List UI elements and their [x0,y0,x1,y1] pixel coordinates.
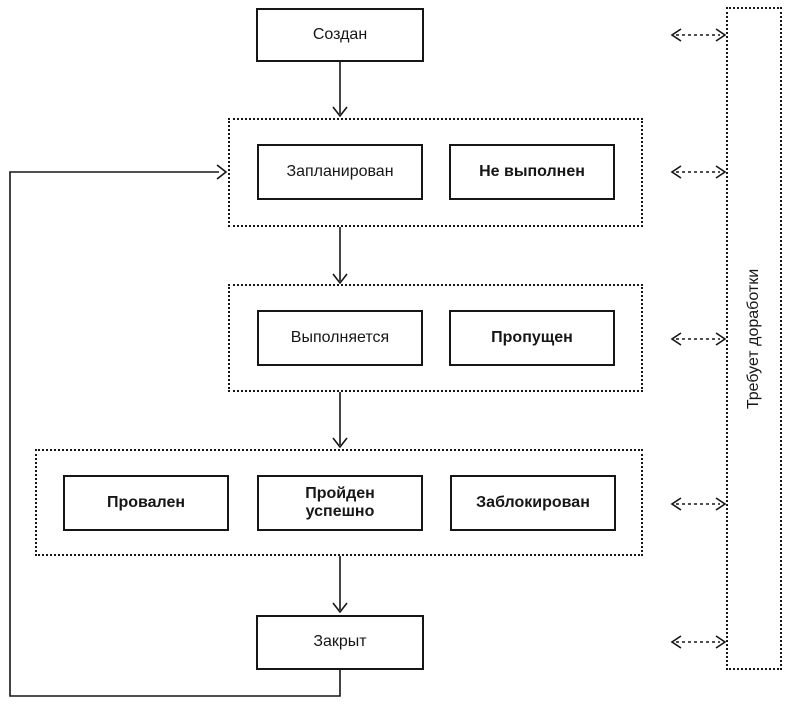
node-executing: Выполняется [257,310,423,366]
group-planned [228,118,643,227]
dashed-arrow-closed-rework [670,635,727,649]
node-blocked: Заблокирован [450,475,616,531]
node-not-executed-label: Не выполнен [479,162,585,180]
node-skipped: Пропущен [449,310,615,366]
dashed-arrow-executing-rework [670,332,727,346]
node-failed: Провален [63,475,229,531]
node-closed: Закрыт [256,615,424,670]
node-passed-label: Пройден успешно [305,484,375,520]
node-not-executed: Не выполнен [449,144,615,200]
node-passed: Пройден успешно [257,475,423,531]
arrow-planned-to-executing-group [332,227,348,285]
dashed-arrow-result-rework [670,497,727,511]
node-failed-label: Провален [106,493,186,511]
dashed-arrow-created-rework [670,28,727,42]
node-needs-rework-label: Требует доработки [745,268,762,409]
node-closed-label: Закрыт [313,633,367,651]
node-blocked-label: Заблокирован [476,493,590,511]
arrow-executing-to-result-group [332,392,348,449]
node-skipped-label: Пропущен [491,328,573,346]
node-created-label: Создан [312,25,368,43]
group-result [35,449,643,556]
node-created: Создан [256,8,424,62]
node-executing-label: Выполняется [290,328,390,346]
arrow-created-to-planned-group [332,62,348,118]
arrow-result-to-closed [332,556,348,614]
group-executing [228,284,643,392]
arrow-closed-to-planned-feedback-loop [9,164,341,697]
dashed-arrow-planned-rework [670,165,727,179]
node-planned: Запланирован [257,144,423,200]
node-planned-label: Запланирован [286,162,394,180]
node-needs-rework: Требует доработки [726,7,782,670]
